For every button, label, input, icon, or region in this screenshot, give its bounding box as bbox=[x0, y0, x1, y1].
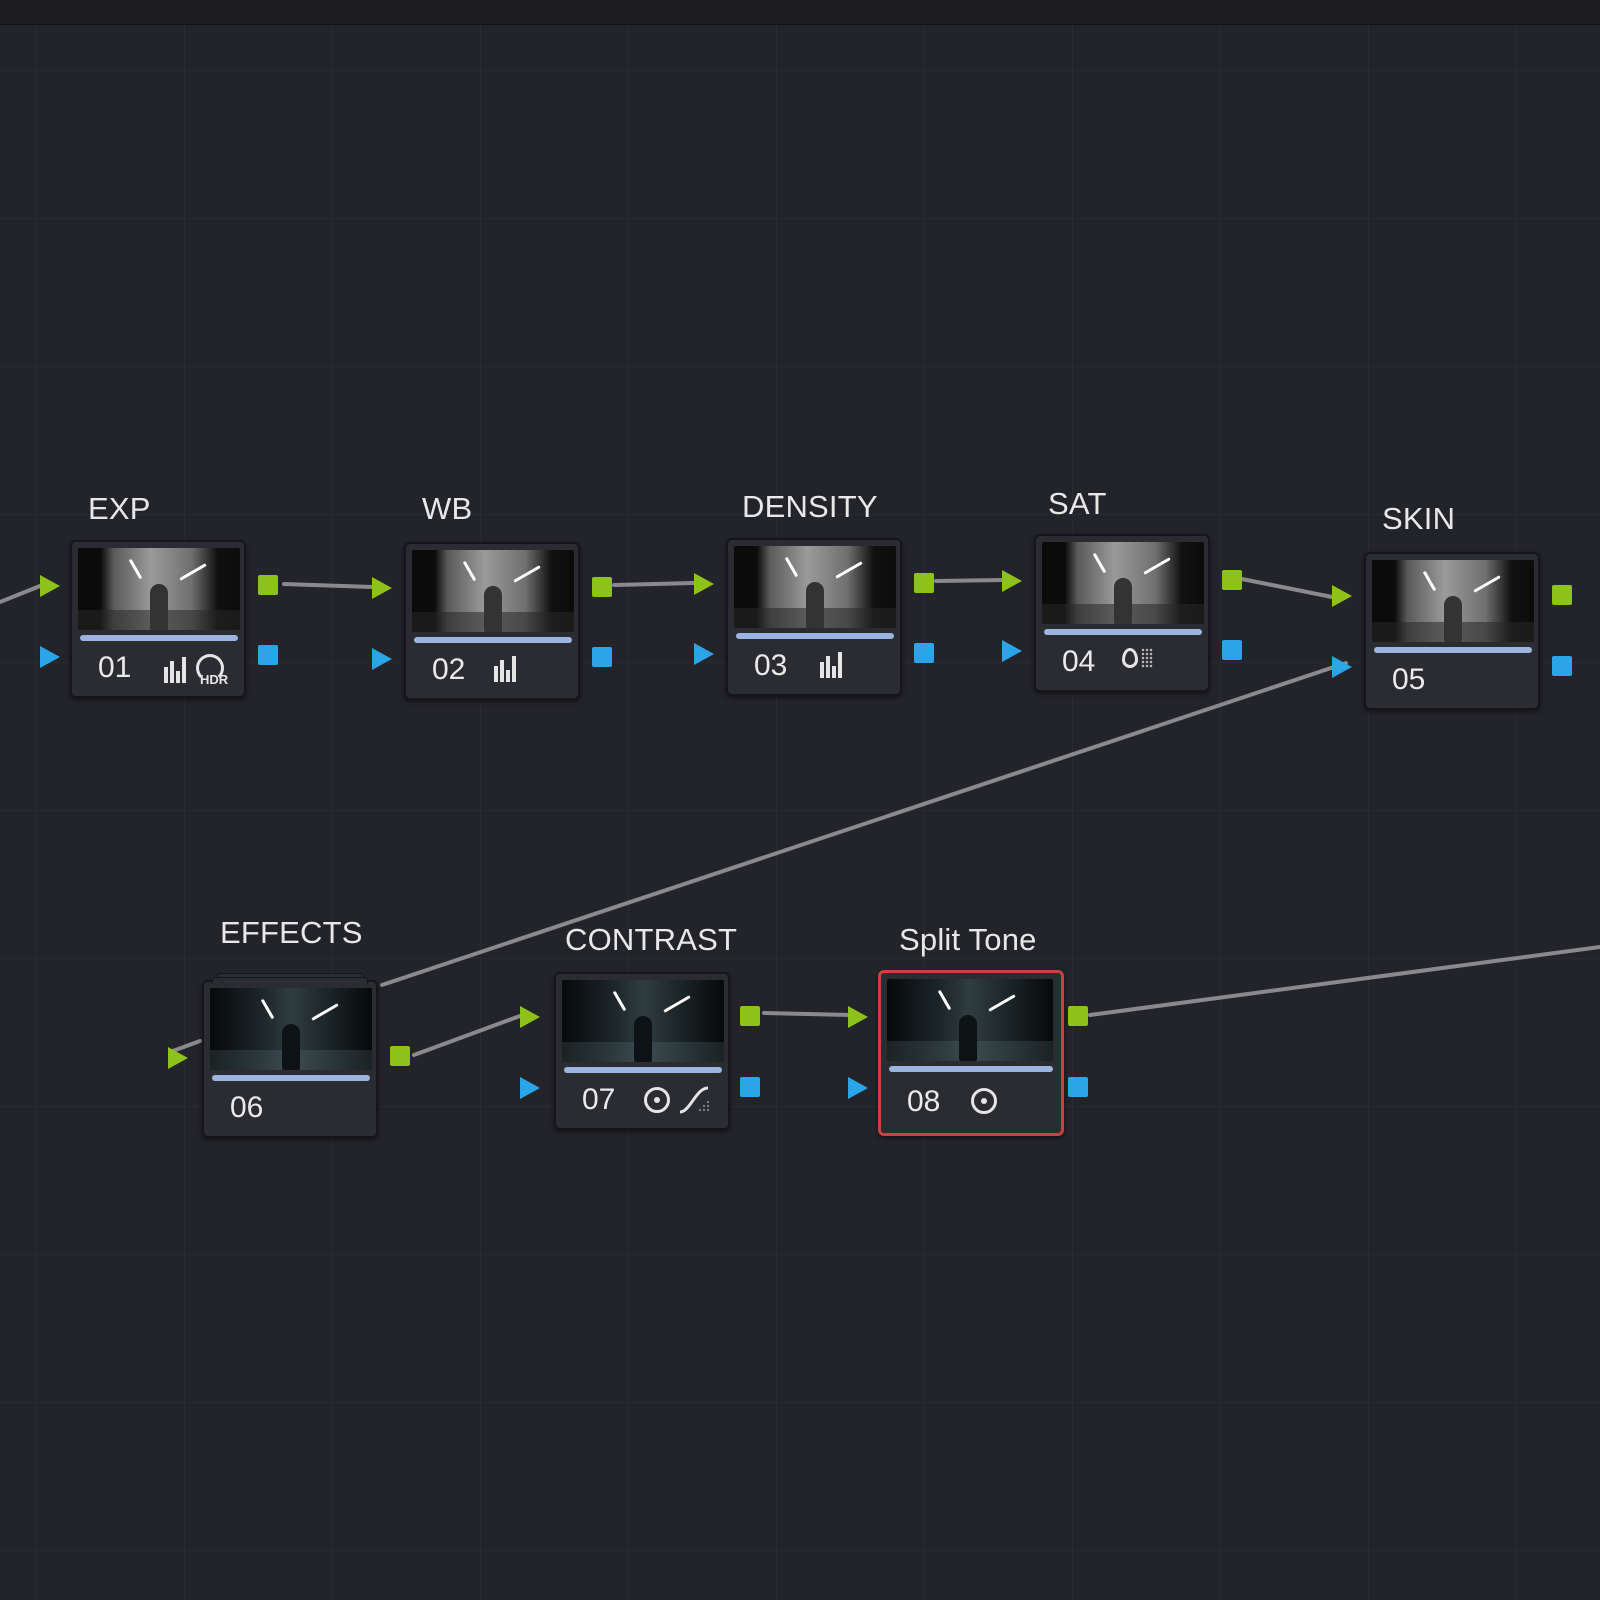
key-output-port[interactable] bbox=[914, 643, 934, 663]
node-number: 02 bbox=[432, 653, 466, 686]
node-progress-bar bbox=[80, 635, 238, 641]
node-progress-bar bbox=[1374, 647, 1532, 653]
node-number: 03 bbox=[754, 649, 788, 682]
rgb-input-port[interactable] bbox=[40, 575, 60, 597]
node-03[interactable]: 03 bbox=[726, 538, 902, 696]
rgb-output-port[interactable] bbox=[914, 573, 934, 593]
node-number: 01 bbox=[98, 651, 132, 684]
node-thumbnail bbox=[210, 988, 372, 1070]
node-title: SKIN bbox=[1382, 501, 1456, 536]
node-progress-bar bbox=[736, 633, 894, 639]
node-number: 04 bbox=[1062, 645, 1096, 678]
key-output-port[interactable] bbox=[258, 645, 278, 665]
node-progress-bar bbox=[212, 1075, 370, 1081]
node-title: WB bbox=[422, 491, 473, 526]
rgb-output-port[interactable] bbox=[1222, 570, 1242, 590]
node-05[interactable]: 05 bbox=[1364, 552, 1540, 710]
node-progress-bar bbox=[564, 1067, 722, 1073]
link-03-04 bbox=[934, 578, 1006, 583]
node-title: EXP bbox=[88, 491, 151, 526]
rgb-output-port[interactable] bbox=[740, 1006, 760, 1026]
node-editor-header bbox=[0, 0, 1600, 25]
node-number: 05 bbox=[1392, 663, 1426, 696]
rgb-output-port[interactable] bbox=[1552, 585, 1572, 605]
link-01-02 bbox=[282, 582, 374, 589]
link-06-05key bbox=[380, 661, 1348, 987]
node-thumbnail bbox=[562, 980, 724, 1062]
rgb-output-port[interactable] bbox=[1068, 1006, 1088, 1026]
key-input-port[interactable] bbox=[694, 643, 714, 665]
key-output-port[interactable] bbox=[1552, 656, 1572, 676]
node-progress-bar bbox=[889, 1066, 1053, 1072]
color-warper-icon bbox=[1122, 648, 1153, 668]
rgb-input-port[interactable] bbox=[520, 1006, 540, 1028]
node-thumbnail bbox=[734, 546, 896, 628]
key-output-port[interactable] bbox=[1222, 640, 1242, 660]
histogram-icon bbox=[820, 652, 842, 678]
link-06-07 bbox=[412, 1014, 522, 1057]
key-output-port[interactable] bbox=[1068, 1077, 1088, 1097]
node-title: DENSITY bbox=[742, 489, 878, 524]
hdr-icon: HDR bbox=[194, 654, 232, 687]
key-input-port[interactable] bbox=[40, 646, 60, 668]
node-progress-bar bbox=[414, 637, 572, 643]
link-07-08 bbox=[762, 1011, 852, 1017]
power-window-icon bbox=[971, 1088, 997, 1114]
node-title: Split Tone bbox=[899, 922, 1037, 957]
node-02[interactable]: 02 bbox=[404, 542, 580, 700]
node-title: SAT bbox=[1048, 486, 1107, 521]
node-thumbnail bbox=[1042, 542, 1204, 624]
node-number: 06 bbox=[230, 1091, 264, 1124]
rgb-output-port[interactable] bbox=[390, 1046, 410, 1066]
key-input-port[interactable] bbox=[520, 1077, 540, 1099]
power-window-icon bbox=[644, 1087, 670, 1113]
key-input-port[interactable] bbox=[848, 1077, 868, 1099]
node-thumbnail bbox=[1372, 560, 1534, 642]
rgb-input-port[interactable] bbox=[1002, 570, 1022, 592]
node-thumbnail bbox=[412, 550, 574, 632]
node-thumbnail bbox=[78, 548, 240, 630]
histogram-icon bbox=[164, 657, 186, 683]
curves-icon bbox=[679, 1086, 709, 1114]
rgb-output-port[interactable] bbox=[592, 577, 612, 597]
rgb-input-port[interactable] bbox=[168, 1047, 188, 1069]
node-06[interactable]: 06 bbox=[202, 973, 378, 1138]
node-01[interactable]: 01 HDR bbox=[70, 540, 246, 698]
key-output-port[interactable] bbox=[592, 647, 612, 667]
link-in-01 bbox=[0, 584, 42, 604]
node-04[interactable]: 04 bbox=[1034, 534, 1210, 692]
key-input-port[interactable] bbox=[1332, 656, 1352, 678]
histogram-icon bbox=[494, 656, 516, 682]
node-07[interactable]: 07 bbox=[554, 972, 730, 1130]
node-number: 07 bbox=[582, 1083, 616, 1116]
rgb-output-port[interactable] bbox=[258, 575, 278, 595]
key-input-port[interactable] bbox=[1002, 640, 1022, 662]
key-input-port[interactable] bbox=[372, 648, 392, 670]
node-08-selected[interactable]: 08 bbox=[878, 970, 1064, 1136]
node-progress-bar bbox=[1044, 629, 1202, 635]
link-02-03 bbox=[612, 581, 696, 587]
rgb-input-port[interactable] bbox=[1332, 585, 1352, 607]
key-output-port[interactable] bbox=[740, 1077, 760, 1097]
node-thumbnail bbox=[887, 979, 1053, 1061]
node-number: 08 bbox=[907, 1085, 941, 1118]
node-title: CONTRAST bbox=[565, 922, 738, 957]
link-04-05 bbox=[1240, 577, 1334, 599]
node-title: EFFECTS bbox=[220, 915, 363, 950]
rgb-input-port[interactable] bbox=[848, 1006, 868, 1028]
rgb-input-port[interactable] bbox=[372, 577, 392, 599]
link-08-out bbox=[1088, 945, 1600, 1017]
rgb-input-port[interactable] bbox=[694, 573, 714, 595]
